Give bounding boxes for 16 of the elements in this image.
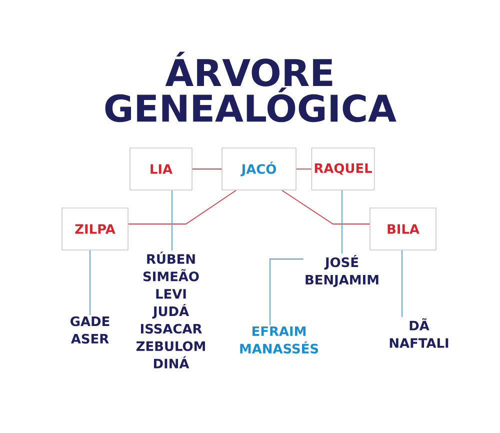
connector-line (282, 190, 370, 224)
name-list: EFRAIM MANASSÉS (240, 326, 318, 354)
person-box: LIA (130, 148, 192, 190)
name-list: JOSÉ BENJAMIM (306, 254, 378, 287)
person-box: ZILPA (62, 208, 128, 250)
person-box: RAQUEL (311, 148, 375, 190)
name-list: RÚBEN SIMEÃO LEVI JUDÁ ISSACAR ZEBULOM DINÁ (136, 252, 205, 368)
title: ÁRVORE GENEALÓGICA (105, 52, 396, 122)
connector-line (128, 190, 236, 224)
connector-line (192, 168, 222, 170)
person-box: BILA (370, 208, 436, 250)
connector-line (270, 258, 304, 326)
person-box: JACÓ (222, 148, 296, 190)
name-list: DÃ NAFTALI (390, 318, 448, 348)
connector-line (296, 168, 312, 170)
name-list: GADE ASER (70, 316, 110, 344)
